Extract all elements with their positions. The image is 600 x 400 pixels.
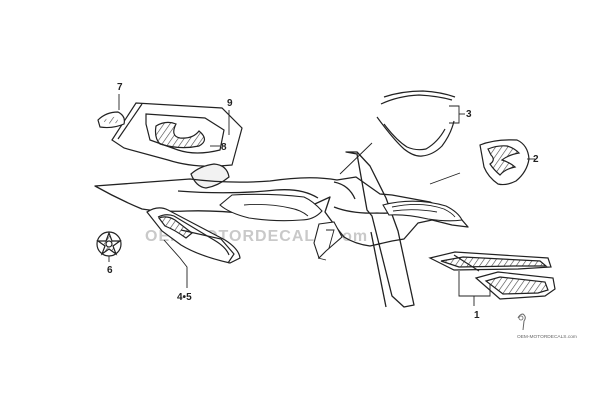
callout-2: 2 [533, 154, 539, 165]
callout-8: 8 [221, 142, 227, 153]
callout-labels: 7 9 8 3 2 6 4•5 1 [107, 82, 539, 321]
hub-decal [96, 231, 122, 257]
side-panel-decal [146, 207, 241, 264]
logo: OEM-MOTORDECALS.com [517, 313, 577, 340]
logo-text: OEM-MOTORDECALS.com [517, 334, 577, 340]
leader-lines [108, 94, 535, 306]
callout-3: 3 [466, 109, 472, 120]
fork-guard-decals [428, 251, 556, 300]
callout-9: 9 [227, 98, 233, 109]
callout-4-5: 4•5 [177, 292, 192, 303]
tank-shroud-decals [219, 193, 343, 261]
seat-tab-decal [97, 111, 125, 129]
headlight-decal [376, 90, 456, 157]
callout-6: 6 [107, 265, 113, 276]
number-plate-decal [479, 139, 530, 186]
callout-7: 7 [117, 82, 123, 93]
callout-1: 1 [474, 310, 480, 321]
front-fender-decal [382, 200, 463, 222]
